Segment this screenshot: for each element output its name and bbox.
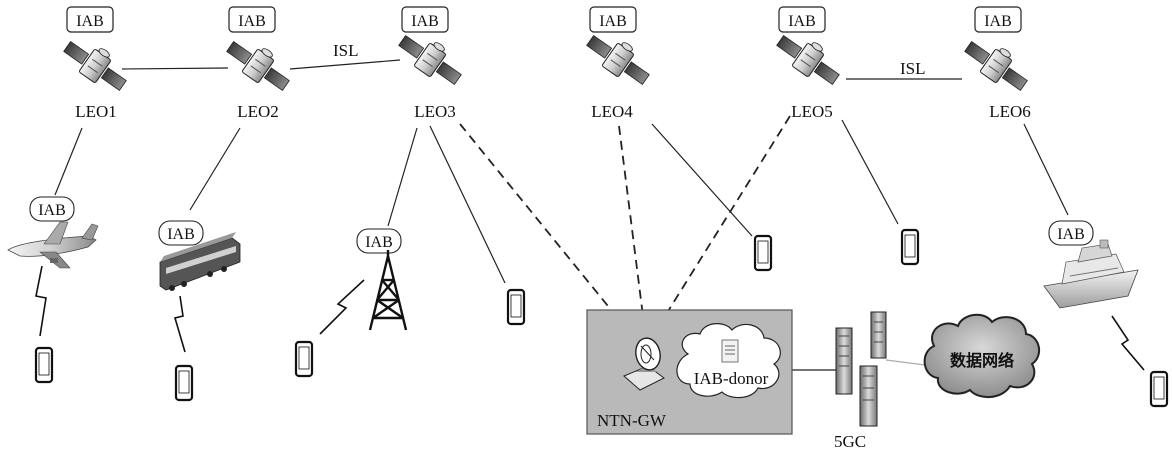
train-icon bbox=[159, 232, 241, 291]
iab-badge: IAB bbox=[401, 6, 449, 33]
satellite-label: LEO4 bbox=[591, 102, 633, 121]
satellite-label: LEO5 bbox=[791, 102, 833, 121]
server-rack-icon bbox=[835, 311, 887, 427]
phone-leo4-icon bbox=[753, 234, 773, 272]
iab-badge: IAB bbox=[158, 220, 204, 246]
ship-node: IAB bbox=[1043, 220, 1139, 309]
wireless-bolts bbox=[35, 265, 1145, 371]
links bbox=[54, 59, 1069, 371]
satellite-leo3: IAB LEO3 bbox=[398, 6, 462, 121]
server-icon bbox=[721, 339, 739, 363]
satellite-leo2: IAB LEO2 bbox=[226, 6, 290, 121]
satellite-icon bbox=[398, 35, 462, 85]
satellite-label: LEO2 bbox=[237, 102, 279, 121]
satellite-leo6: IAB LEO6 bbox=[964, 6, 1031, 121]
svg-text:IAB: IAB bbox=[167, 226, 195, 243]
isl-label-1: ISL bbox=[333, 41, 359, 60]
data-network-label: 数据网络 bbox=[950, 351, 1014, 370]
ntn-gw-box: IAB-donor NTN-GW bbox=[586, 309, 793, 435]
satellite-label: LEO6 bbox=[989, 102, 1031, 121]
satellite-label: LEO3 bbox=[414, 102, 456, 121]
satellite-leo5: IAB LEO5 bbox=[776, 6, 840, 121]
isl-label-2: ISL bbox=[900, 59, 926, 78]
iab-badge: IAB bbox=[29, 196, 75, 222]
isl-link-leo2-leo3 bbox=[289, 59, 401, 70]
phone-train-icon bbox=[174, 364, 194, 402]
train-node: IAB bbox=[158, 220, 241, 291]
phone-leo5-icon bbox=[900, 228, 920, 266]
iab-badge: IAB bbox=[778, 6, 826, 33]
iab-badge: IAB bbox=[66, 6, 114, 33]
satellite-icon bbox=[586, 35, 650, 85]
satellite-leo4: IAB LEO4 bbox=[586, 6, 650, 121]
isl-link-leo1-leo2 bbox=[121, 67, 229, 70]
iab-badge: IAB bbox=[589, 6, 637, 33]
iab-badge: IAB bbox=[356, 228, 402, 254]
satellite-dish-icon bbox=[623, 337, 665, 391]
5gc-label: 5GC bbox=[834, 432, 866, 451]
satellite-leo1: IAB LEO1 bbox=[63, 6, 127, 121]
bolt-tower bbox=[319, 279, 365, 335]
phone-airplane-icon bbox=[34, 346, 54, 384]
iab-badge: IAB bbox=[1048, 220, 1094, 246]
data-network-cloud: 数据网络 bbox=[923, 313, 1041, 398]
5gc-node: 5GC bbox=[834, 311, 887, 451]
iab-donor-cloud: IAB-donor bbox=[676, 323, 781, 399]
phone-tower-icon bbox=[294, 340, 314, 378]
iab-badge: IAB bbox=[228, 6, 276, 33]
svg-text:IAB: IAB bbox=[365, 234, 393, 251]
tower-node: IAB bbox=[356, 228, 408, 331]
link-leo5-phone bbox=[841, 119, 899, 225]
svg-text:IAB: IAB bbox=[238, 13, 266, 30]
svg-text:IAB: IAB bbox=[38, 202, 66, 219]
airplane-node: IAB bbox=[7, 196, 99, 269]
ntn-gw-label: NTN-GW bbox=[597, 411, 667, 430]
satellite-icon bbox=[964, 41, 1028, 91]
svg-text:IAB: IAB bbox=[984, 13, 1012, 30]
iab-badge: IAB bbox=[974, 6, 1022, 33]
satellite-icon bbox=[226, 41, 290, 91]
link-5gc-cloud bbox=[885, 359, 926, 366]
phone-leo3-icon bbox=[506, 288, 526, 326]
tower-icon bbox=[368, 250, 408, 331]
ship-icon bbox=[1043, 239, 1139, 309]
svg-text:IAB: IAB bbox=[788, 13, 816, 30]
satellite-label: LEO1 bbox=[75, 102, 117, 121]
svg-text:IAB: IAB bbox=[411, 13, 439, 30]
feeder-link-leo4 bbox=[618, 125, 647, 341]
link-leo3-phone bbox=[429, 125, 506, 284]
bolt-ship bbox=[1111, 315, 1145, 371]
iab-donor-label: IAB-donor bbox=[694, 369, 769, 388]
feeder-link-leo5 bbox=[649, 115, 791, 341]
link-leo1-airplane bbox=[54, 127, 83, 196]
bolt-train bbox=[173, 295, 186, 353]
link-leo3-tower bbox=[387, 127, 418, 227]
feeder-link-leo3 bbox=[459, 123, 639, 344]
satellite-icon bbox=[776, 35, 840, 85]
link-leo4-phone bbox=[651, 123, 753, 237]
svg-text:IAB: IAB bbox=[599, 13, 627, 30]
phone-ship-icon bbox=[1149, 370, 1169, 408]
link-leo2-train bbox=[189, 127, 241, 211]
link-leo6-ship bbox=[1023, 123, 1069, 216]
satellite-icon bbox=[63, 41, 127, 91]
bolt-airplane bbox=[35, 265, 47, 337]
airplane-icon bbox=[7, 221, 99, 269]
svg-text:IAB: IAB bbox=[76, 13, 104, 30]
svg-text:IAB: IAB bbox=[1057, 226, 1085, 243]
